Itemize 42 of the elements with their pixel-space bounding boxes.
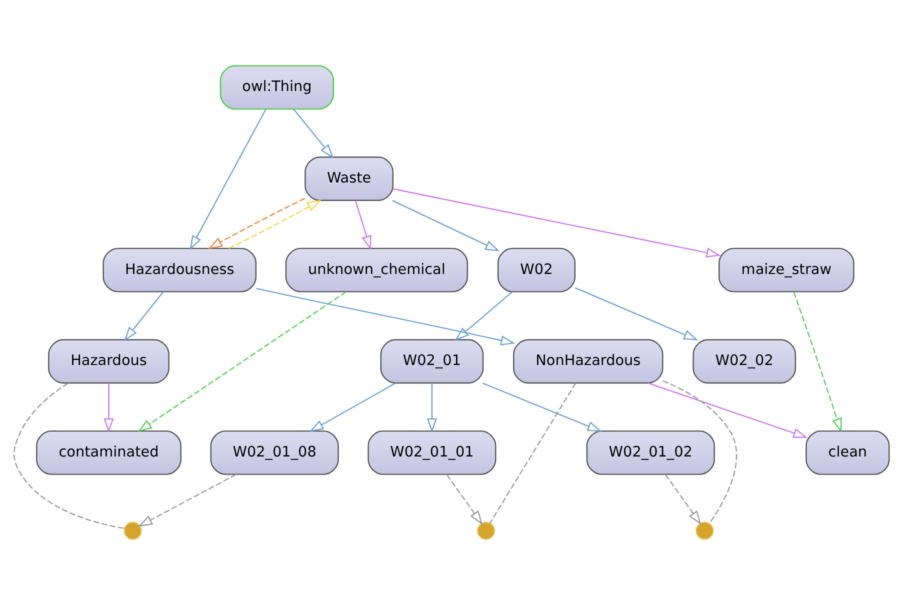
arrow xyxy=(137,291,346,432)
arrow xyxy=(292,108,334,158)
node-box: W02_01_01 xyxy=(367,430,496,475)
arrow xyxy=(138,474,236,527)
arrow xyxy=(574,287,698,340)
arrow xyxy=(392,200,500,252)
arrow xyxy=(123,292,164,342)
node-box: W02 xyxy=(496,248,576,292)
arrow xyxy=(207,198,305,250)
arrow xyxy=(392,188,720,258)
arrow xyxy=(446,474,482,525)
node-box: Hazardous xyxy=(48,339,169,384)
arrow xyxy=(482,382,602,432)
arrow xyxy=(426,383,437,433)
arrow xyxy=(647,382,808,438)
node-box: W02_02 xyxy=(692,339,796,384)
node-box: contaminated xyxy=(36,430,181,475)
node-box: NonHazardous xyxy=(512,339,663,384)
arrow xyxy=(354,200,371,250)
node-circle xyxy=(695,522,714,540)
arrow xyxy=(189,109,266,250)
arrow xyxy=(664,474,701,525)
node-box: clean xyxy=(805,430,890,475)
arrow xyxy=(454,291,512,341)
node-box: owl:Thing xyxy=(219,65,334,110)
connector xyxy=(13,382,124,530)
connector xyxy=(489,382,576,524)
node-box: W02_01 xyxy=(380,339,484,384)
arrow xyxy=(103,383,114,433)
node-box: W02_01_02 xyxy=(586,430,714,475)
node-box: Waste xyxy=(304,156,394,201)
node-circle xyxy=(123,522,142,540)
arrow xyxy=(256,288,515,346)
node-box: Hazardousness xyxy=(102,248,256,292)
arrow xyxy=(792,292,842,433)
node-box: W02_01_08 xyxy=(210,430,338,475)
node-box: maize_straw xyxy=(718,248,854,292)
node-circle xyxy=(476,522,495,540)
arrow xyxy=(308,382,396,432)
connector xyxy=(662,380,737,524)
node-box: unknown_chemical xyxy=(284,248,468,292)
arrow xyxy=(228,200,321,249)
